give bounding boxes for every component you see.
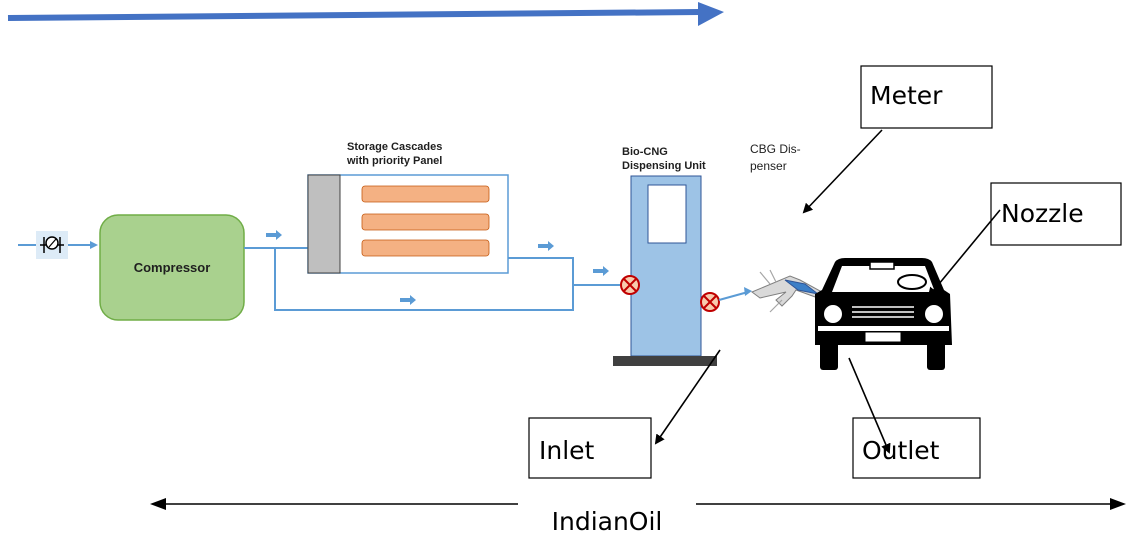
cbg-dispenser-label-line2: penser xyxy=(750,159,787,173)
car-icon xyxy=(815,258,952,370)
footer-label: IndianOil xyxy=(552,507,663,535)
dispenser-label-line1: Bio-CNG xyxy=(622,146,668,158)
footer-span-arrow: IndianOil xyxy=(150,498,1126,535)
compressor-outlet-pipes xyxy=(244,247,620,311)
storage-label-line2: with priority Panel xyxy=(346,155,442,167)
compressor-label: Compressor xyxy=(134,260,211,275)
inlet-callout: Inlet xyxy=(528,417,652,479)
bio-cng-dispensing-unit: Bio-CNG Dispensing Unit xyxy=(613,146,717,366)
compressor-unit: Compressor xyxy=(99,214,245,321)
dispenser-label-line2: Dispensing Unit xyxy=(622,160,706,172)
callout-arrows xyxy=(654,129,1001,454)
cascade-bar xyxy=(361,239,490,257)
fuel-nozzle-icon xyxy=(751,269,823,313)
cascade-bar xyxy=(361,213,490,231)
flow-direction-arrow xyxy=(7,2,724,26)
valve-icon xyxy=(620,275,640,295)
meter-callout: Meter xyxy=(860,65,993,129)
cbg-dispenser-label-line1: CBG Dis- xyxy=(750,142,801,156)
inlet-label: Inlet xyxy=(539,436,595,465)
storage-label-line1: Storage Cascades xyxy=(347,141,442,153)
pressure-gauge-icon xyxy=(36,231,68,259)
nozzle-callout: Nozzle xyxy=(990,182,1122,246)
dispenser-hose xyxy=(718,287,752,301)
meter-label: Meter xyxy=(870,81,943,110)
nozzle-label: Nozzle xyxy=(1001,199,1084,228)
cascade-bar xyxy=(361,185,490,203)
storage-cascades: Storage Cascades with priority Panel xyxy=(307,141,509,274)
outlet-label: Outlet xyxy=(862,436,940,465)
valve-icon xyxy=(700,292,720,312)
flow-markers xyxy=(266,230,609,305)
outlet-callout: Outlet xyxy=(852,417,981,479)
